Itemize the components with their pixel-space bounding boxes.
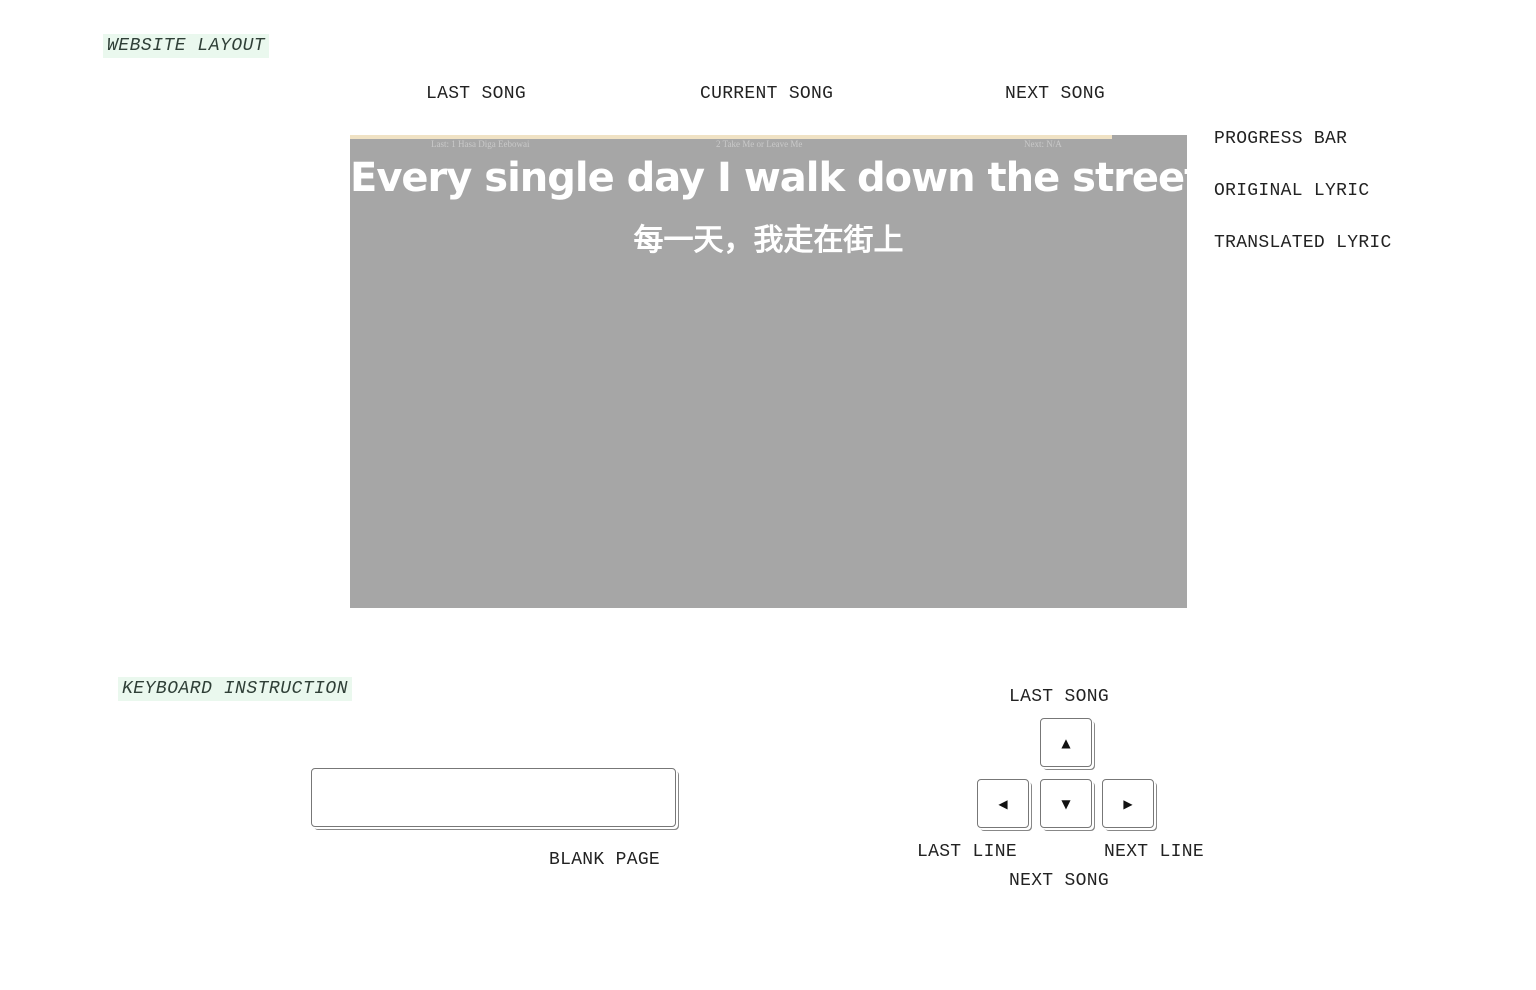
down-arrow-icon: ▼	[1061, 796, 1071, 811]
next-song-label: NEXT SONG	[1005, 84, 1105, 104]
keyboard-instruction-title: KEYBOARD INSTRUCTION	[118, 677, 353, 701]
translated-lyric-label: TRANSLATED LYRIC	[1214, 233, 1392, 253]
current-song-label: CURRENT SONG	[700, 84, 834, 104]
up-arrow-key[interactable]: ▲	[1040, 718, 1092, 767]
blank-page-label: BLANK PAGE	[549, 850, 661, 870]
up-key-label: LAST SONG	[1009, 687, 1109, 707]
progress-bar-label: PROGRESS BAR	[1214, 129, 1348, 149]
down-key-label: NEXT SONG	[1009, 871, 1109, 891]
progress-bar	[350, 135, 1112, 139]
lyrics-stage: Last: 1 Hasa Diga Eebowai 2 Take Me or L…	[350, 135, 1187, 608]
stage-next-song: Next: N/A	[1024, 139, 1062, 149]
down-arrow-key[interactable]: ▼	[1040, 779, 1092, 828]
stage-last-song: Last: 1 Hasa Diga Eebowai	[431, 139, 530, 149]
stage-current-song: 2 Take Me or Leave Me	[716, 139, 803, 149]
right-arrow-key[interactable]: ▶	[1102, 779, 1154, 828]
website-layout-title: WEBSITE LAYOUT	[103, 34, 270, 58]
right-arrow-icon: ▶	[1123, 796, 1133, 811]
translated-lyric: 每一天，我走在街上	[633, 223, 904, 258]
left-key-label: LAST LINE	[917, 842, 1017, 862]
left-arrow-key[interactable]: ◀	[977, 779, 1029, 828]
right-key-label: NEXT LINE	[1104, 842, 1204, 862]
last-song-label: LAST SONG	[426, 84, 526, 104]
original-lyric-label: ORIGINAL LYRIC	[1214, 181, 1370, 201]
up-arrow-icon: ▲	[1061, 735, 1071, 750]
spacebar-key[interactable]	[311, 768, 676, 827]
left-arrow-icon: ◀	[998, 796, 1008, 811]
original-lyric: Every single day I walk down the street	[350, 155, 1187, 201]
